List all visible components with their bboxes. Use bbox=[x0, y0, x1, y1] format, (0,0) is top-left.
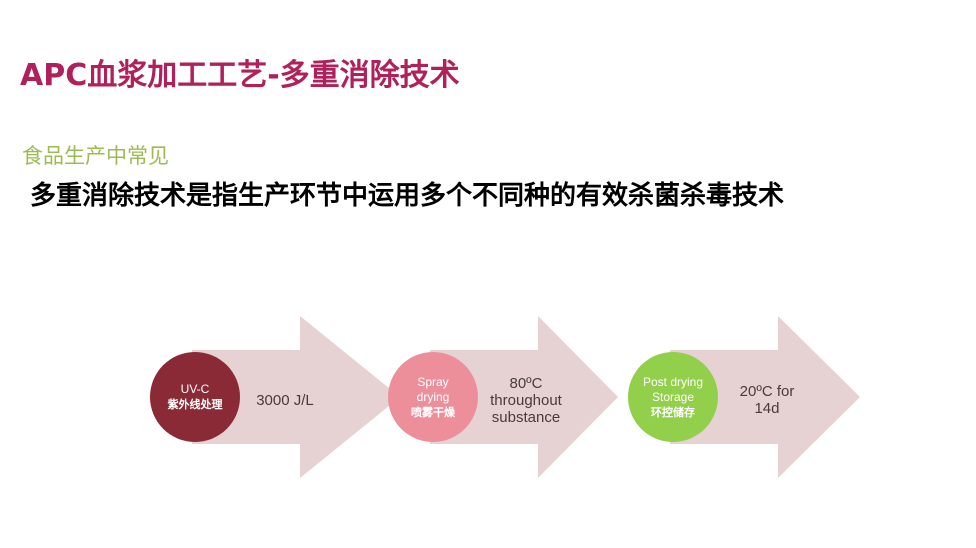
step-value: 20ºC for 14d bbox=[739, 383, 795, 417]
step-label-en-2: Storage bbox=[651, 389, 695, 404]
step-label-en: UV-C bbox=[180, 382, 210, 396]
step-circle: Post drying Storage 环控储存 bbox=[628, 352, 718, 442]
slide-title: APC血浆加工工艺-多重消除技术 bbox=[20, 58, 460, 93]
step-circle: UV-C 紫外线处理 bbox=[150, 352, 240, 442]
step-label-cn: 环控储存 bbox=[651, 405, 695, 419]
step-value: 80ºC throughout substance bbox=[490, 374, 562, 426]
step-label-cn: 喷雾干燥 bbox=[411, 405, 455, 419]
process-step-post-drying-storage: 20ºC for 14d Post drying Storage 环控储存 bbox=[628, 316, 878, 478]
process-step-spray-drying: 80ºC throughout substance Spray drying 喷… bbox=[388, 316, 638, 478]
process-arrow bbox=[670, 316, 860, 478]
step-label-en-2: drying bbox=[416, 389, 450, 404]
step-label-en: Spray bbox=[417, 374, 449, 389]
step-label-cn: 紫外线处理 bbox=[167, 398, 223, 411]
step-value: 3000 J/L bbox=[256, 391, 314, 409]
process-arrow bbox=[430, 316, 618, 478]
slide-statement: 多重消除技术是指生产环节中运用多个不同种的有效杀菌杀毒技术 bbox=[30, 181, 785, 211]
step-label-en: Post drying bbox=[642, 374, 704, 389]
process-arrow bbox=[192, 316, 400, 478]
step-circle: Spray drying 喷雾干燥 bbox=[388, 352, 478, 442]
process-step-uvc: 3000 J/L UV-C 紫外线处理 bbox=[150, 316, 400, 478]
slide-subtitle: 食品生产中常见 bbox=[22, 144, 169, 168]
